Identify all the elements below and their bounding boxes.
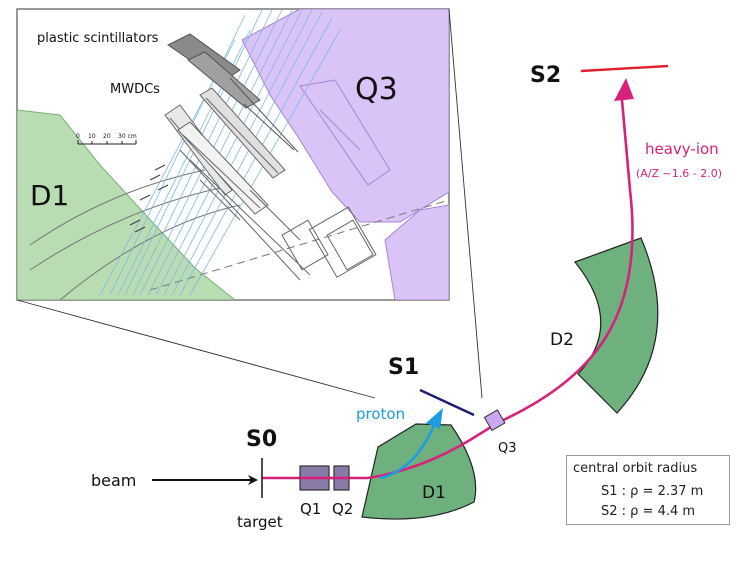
inset-q3-lower bbox=[384, 204, 449, 300]
s1-focal-plane bbox=[419, 388, 475, 417]
label-heavy-ion-sub: (A/Z ~1.6 - 2.0) bbox=[636, 167, 722, 180]
inset-mwdc-stack bbox=[164, 87, 286, 215]
scale-tick-0: 0 bbox=[76, 133, 80, 140]
label-plastic-scintillators: plastic scintillators bbox=[37, 31, 159, 46]
zoom-line-right bbox=[448, 8, 483, 399]
legend-s1-radius: S1 : ρ = 2.37 m bbox=[601, 484, 704, 499]
heavy-ion-arrowhead bbox=[614, 78, 634, 101]
inset-scale-bar: 0 10 20 30 cm bbox=[76, 133, 137, 145]
label-inset-d1: D1 bbox=[30, 179, 69, 212]
label-s2: S2 bbox=[530, 63, 561, 88]
proton-trajectory bbox=[379, 424, 436, 480]
label-mwdcs: MWDCs bbox=[110, 82, 160, 97]
d1-magnet bbox=[361, 423, 477, 520]
label-d1: D1 bbox=[422, 483, 446, 503]
scale-tick-20: 20 bbox=[103, 133, 111, 140]
label-q3: Q3 bbox=[498, 441, 517, 456]
legend-s2-radius: S2 : ρ = 4.4 m bbox=[601, 504, 696, 519]
d2-magnet bbox=[574, 237, 659, 414]
orbit-radius-legend: central orbit radius S1 : ρ = 2.37 m S2 … bbox=[566, 455, 730, 525]
label-q1: Q1 bbox=[300, 500, 321, 518]
label-proton: proton bbox=[356, 405, 405, 423]
label-beam: beam bbox=[91, 471, 136, 490]
scale-tick-10: 10 bbox=[88, 133, 96, 140]
q3-magnet bbox=[483, 409, 506, 432]
label-heavy-ion: heavy-ion bbox=[645, 140, 719, 158]
scale-tick-30: 30 cm bbox=[118, 133, 137, 140]
inset-panel: 0 10 20 30 cm plastic scintillators MWDC… bbox=[16, 8, 450, 301]
label-q2: Q2 bbox=[332, 500, 353, 518]
legend-title: central orbit radius bbox=[573, 461, 698, 476]
s2-focal-plane bbox=[580, 64, 669, 73]
label-s1: S1 bbox=[388, 355, 419, 380]
inset-q3-magnet bbox=[241, 9, 449, 223]
heavy-ion-trajectory bbox=[262, 99, 634, 480]
label-s0: S0 bbox=[246, 427, 277, 452]
label-target: target bbox=[237, 513, 283, 531]
proton-arrowhead bbox=[426, 408, 443, 429]
inset-d1-magnet bbox=[17, 109, 236, 300]
label-d2: D2 bbox=[550, 330, 574, 350]
zoom-line-left bbox=[16, 299, 376, 399]
label-inset-q3: Q3 bbox=[355, 72, 398, 107]
